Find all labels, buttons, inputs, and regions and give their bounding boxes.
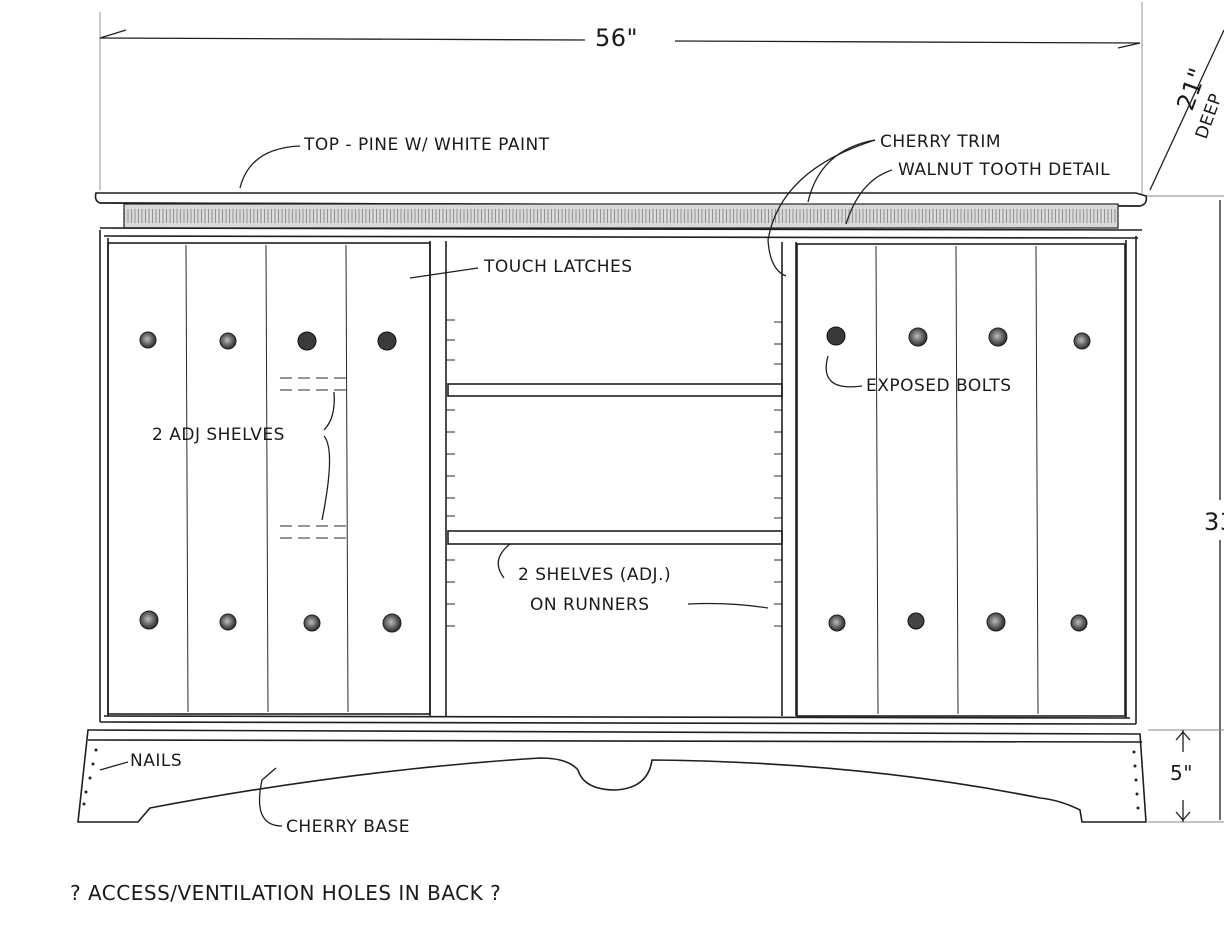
walnut-tooth-band: [99, 203, 1143, 239]
bolt: [1073, 332, 1091, 350]
bolt: [986, 612, 1006, 632]
depth-dimension: 21" DEEP: [1149, 29, 1224, 191]
annotation-adj-shelves: 2 ADJ SHELVES: [152, 391, 335, 521]
base-height-dimension: 5": [1148, 729, 1224, 823]
base-height-label: 5": [1170, 761, 1193, 785]
annotation-center-shelves-line2: ON RUNNERS: [530, 595, 650, 615]
footnote: ? ACCESS/VENTILATION HOLES IN BACK ?: [70, 881, 501, 905]
center-shelf-upper: [447, 383, 783, 397]
bolt: [907, 612, 925, 630]
center-bay: [429, 241, 797, 716]
right-door-bolts: [826, 326, 1091, 632]
right-shelf-runner-ticks: [774, 321, 782, 627]
cherry-base: [77, 729, 1147, 823]
annotation-nails-label: NAILS: [130, 751, 182, 771]
annotation-walnut-tooth: WALNUT TOOTH DETAIL: [845, 160, 1110, 225]
bolt: [219, 332, 237, 350]
bolt: [219, 613, 237, 631]
annotation-cherry-base-label: CHERRY BASE: [286, 817, 410, 837]
annotation-top-label: TOP - PINE W/ WHITE PAINT: [303, 135, 550, 155]
annotation-top: TOP - PINE W/ WHITE PAINT: [239, 135, 550, 189]
bolt: [988, 327, 1008, 347]
annotation-touch-latches: TOUCH LATCHES: [409, 257, 633, 279]
annotation-walnut-tooth-label: WALNUT TOOTH DETAIL: [898, 160, 1110, 180]
annotation-nails: NAILS: [99, 751, 182, 771]
bolt: [826, 326, 846, 346]
nail-dots: [82, 748, 1140, 810]
annotation-center-shelves: 2 SHELVES (ADJ.) ON RUNNERS: [497, 543, 769, 615]
bolt: [377, 331, 397, 351]
cabinet-carcass: [99, 230, 1137, 725]
left-hidden-shelves: [280, 377, 350, 539]
bolt: [297, 331, 317, 351]
annotation-adj-shelves-label: 2 ADJ SHELVES: [152, 425, 285, 445]
annotation-cherry-base: CHERRY BASE: [258, 767, 410, 837]
bolt: [908, 327, 928, 347]
annotation-center-shelves-line1: 2 SHELVES (ADJ.): [518, 565, 671, 585]
bolt: [382, 613, 402, 633]
center-shelf-lower: [447, 530, 783, 545]
right-door: [796, 243, 1126, 717]
height-dimension: 33: [1145, 195, 1224, 820]
annotation-touch-latches-label: TOUCH LATCHES: [483, 257, 633, 277]
annotation-cherry-trim: CHERRY TRIM: [767, 132, 1001, 277]
width-dimension-label: 56": [595, 24, 638, 52]
annotation-cherry-trim-label: CHERRY TRIM: [880, 132, 1001, 152]
bolt: [1070, 614, 1088, 632]
bolt: [828, 614, 846, 632]
height-dimension-label: 33: [1204, 508, 1224, 536]
annotation-exposed-bolts-label: EXPOSED BOLTS: [866, 376, 1012, 396]
bolt: [303, 614, 321, 632]
left-shelf-runner-ticks: [446, 319, 455, 627]
left-door: [107, 242, 431, 715]
left-door-bolts: [139, 331, 402, 633]
annotation-exposed-bolts: EXPOSED BOLTS: [825, 355, 1012, 396]
width-dimension: 56": [99, 2, 1143, 195]
bolt: [139, 331, 157, 349]
bolt: [139, 610, 159, 630]
